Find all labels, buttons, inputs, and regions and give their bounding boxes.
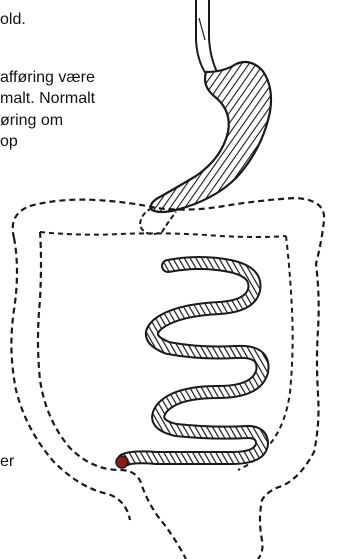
small-intestine-fill <box>124 263 262 460</box>
small-intestine-end <box>116 456 128 468</box>
large-intestine-inner <box>38 232 186 559</box>
large-intestine-top-inner <box>40 232 286 237</box>
stomach <box>151 62 271 212</box>
large-intestine <box>13 198 324 559</box>
large-intestine-left-outer <box>11 238 130 520</box>
esophagus <box>196 0 218 74</box>
